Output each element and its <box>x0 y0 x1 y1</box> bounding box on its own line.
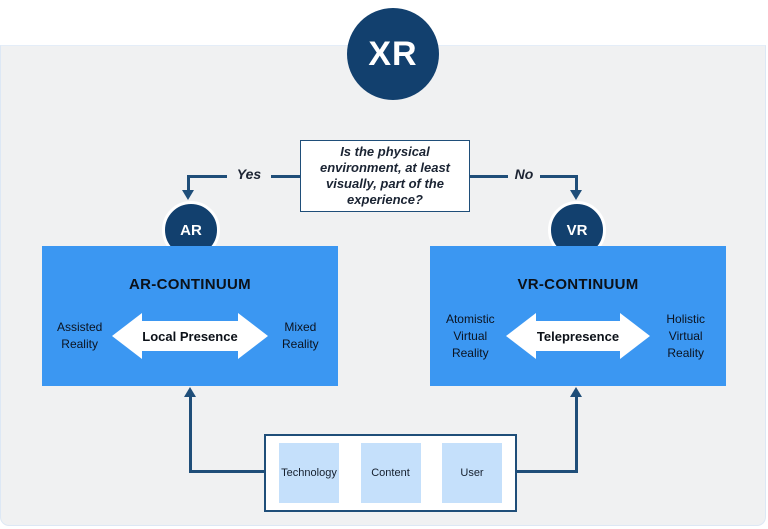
yes-connector-line <box>271 175 300 178</box>
arrow-right-tip-icon <box>620 313 651 359</box>
foundation-to-ar-arrowhead-icon <box>184 387 196 397</box>
vr-node-label: VR <box>566 221 588 239</box>
foundation-to-ar-line <box>189 397 192 473</box>
telepresence-double-arrow-icon: Telepresence <box>505 313 651 360</box>
arrow-right-tip-icon <box>237 313 268 359</box>
local-presence-arrow-body: Local Presence <box>142 321 238 351</box>
yes-label: Yes <box>236 166 262 182</box>
xr-root-node: XR <box>347 8 439 100</box>
no-connector-line <box>575 175 578 192</box>
technology-label: Technology <box>281 467 337 479</box>
user-item: User <box>442 443 502 503</box>
atomistic-virtual-reality-label: Atomistic Virtual Reality <box>445 311 495 360</box>
foundation-to-vr-arrowhead-icon <box>570 387 582 397</box>
content-item: Content <box>360 443 421 503</box>
foundation-to-vr-line <box>575 397 578 473</box>
vr-continuum-spectrum: Atomistic Virtual Reality Telepresence H… <box>435 298 721 374</box>
assisted-reality-label: Assisted Reality <box>56 320 103 351</box>
local-presence-label: Local Presence <box>142 328 238 344</box>
content-label: Content <box>371 467 410 479</box>
arrow-left-tip-icon <box>112 313 143 359</box>
yes-arrowhead-icon <box>182 190 194 200</box>
technology-item: Technology <box>279 443 339 503</box>
telepresence-label: Telepresence <box>536 328 620 344</box>
mixed-reality-label: Mixed Reality <box>281 320 319 351</box>
xr-root-label: XR <box>368 34 418 73</box>
arrow-left-tip-icon <box>505 313 536 359</box>
question-text: Is the physical environment, at least vi… <box>319 144 451 207</box>
holistic-virtual-reality-label: Holistic Virtual Reality <box>666 311 706 360</box>
no-connector-line <box>470 175 508 178</box>
question-box: Is the physical environment, at least vi… <box>300 140 470 212</box>
no-label: No <box>514 166 534 182</box>
user-label: User <box>460 467 484 479</box>
yes-connector-line <box>187 175 190 192</box>
ar-continuum-box: AR-CONTINUUM Assisted Reality Local Pres… <box>42 246 338 386</box>
foundation-to-ar-line <box>189 470 264 473</box>
ar-node-label: AR <box>180 221 202 239</box>
ar-continuum-title: AR-CONTINUUM <box>129 276 251 293</box>
vr-continuum-box: VR-CONTINUUM Atomistic Virtual Reality T… <box>430 246 726 386</box>
no-arrowhead-icon <box>570 190 582 200</box>
ar-continuum-spectrum: Assisted Reality Local Presence Mixed Re… <box>47 298 333 374</box>
yes-connector-line <box>187 175 227 178</box>
vr-continuum-title: VR-CONTINUUM <box>517 276 639 293</box>
local-presence-double-arrow-icon: Local Presence <box>112 313 268 360</box>
telepresence-arrow-body: Telepresence <box>535 321 621 351</box>
foundation-to-vr-line <box>517 470 578 473</box>
foundation-box: Technology Content User <box>264 434 517 512</box>
no-connector-line <box>540 175 578 178</box>
